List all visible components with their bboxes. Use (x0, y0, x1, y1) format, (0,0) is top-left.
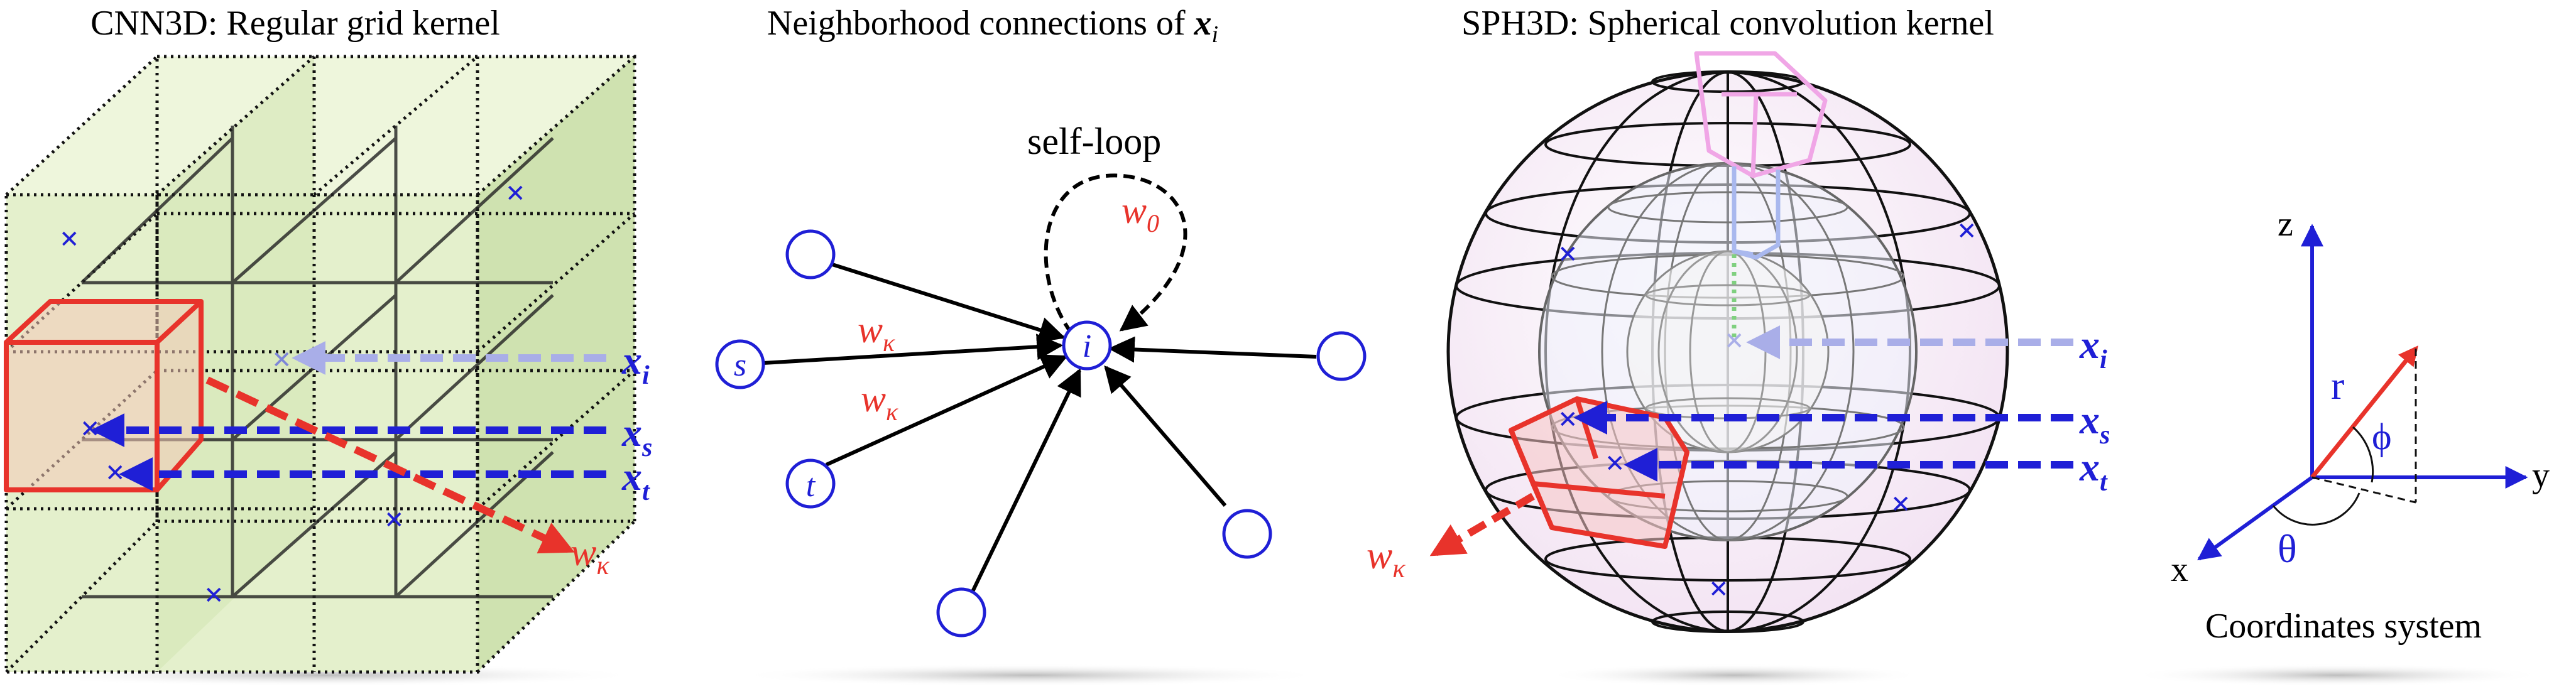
node-right (1316, 331, 1367, 381)
panel-sph3d: SPH3D: Spherical convolution kernel (1367, 4, 2110, 633)
cnn3d-label-xt: xt (621, 454, 650, 506)
cnn3d-point-2: × (506, 174, 525, 212)
sph3d-point-xt: × (1605, 444, 1625, 482)
theta-label: θ (2278, 526, 2297, 571)
sph3d-label-xs: xs (2079, 398, 2110, 450)
cnn3d-point-xt: × (106, 453, 125, 491)
panel-graph: Neighborhood connections of xi self-loop… (715, 4, 1367, 637)
node-t (785, 458, 836, 509)
cnn3d-point-xi: × (272, 340, 292, 378)
axes (2197, 224, 2528, 561)
edge-right (1108, 336, 1317, 363)
sph3d-point-1: × (1558, 235, 1578, 273)
sph3d-title: SPH3D: Spherical convolution kernel (1461, 4, 1994, 43)
graph-edges (763, 261, 1317, 597)
cube-right-face (478, 57, 635, 672)
sph3d-point-xi: × (1725, 322, 1744, 359)
node-center-label: i (1083, 328, 1091, 364)
shadow-sph3d (1546, 664, 1923, 686)
node-top-left (785, 229, 836, 279)
node-bottom-right (1222, 509, 1272, 559)
sph3d-point-2: × (1957, 212, 1977, 249)
edge-bottom (969, 368, 1081, 597)
graph-label-wk-2: wκ (861, 378, 898, 426)
panel-cnn3d: CNN3D: Regular grid kernel (4, 4, 652, 674)
edge-top-left (826, 261, 1066, 343)
graph-nodes (715, 229, 1367, 637)
cnn3d-point-xs: × (80, 409, 100, 447)
axis-y-label: y (2532, 456, 2550, 495)
sph3d-arrow-wk (1429, 492, 1536, 556)
self-loop-edge (1044, 173, 1187, 334)
sph3d-point-3: × (1891, 485, 1911, 523)
sph3d-label-wk: wκ (1367, 534, 1405, 583)
panel-coords: z y x r ϕ θ Coordinates system (2171, 205, 2550, 646)
cnn3d-arrow-wk (205, 376, 575, 554)
projection-lines (2311, 349, 2417, 504)
sph3d-point-xs: × (1558, 400, 1578, 438)
axis-x (2197, 475, 2313, 561)
cube-slab (157, 57, 314, 672)
r-label: r (2331, 363, 2344, 408)
coords-caption: Coordinates system (2205, 607, 2482, 646)
node-center-i (1062, 320, 1112, 371)
sph3d-label-xi: xi (2079, 322, 2107, 374)
edge-bottom-right (1104, 365, 1227, 507)
edge-s (763, 333, 1064, 365)
graph-title: Neighborhood connections of xi (767, 4, 1218, 48)
phi-label: ϕ (2372, 416, 2392, 457)
grid-lines-back (5, 55, 636, 673)
cnn3d-title: CNN3D: Regular grid kernel (90, 4, 500, 43)
sph3d-point-4: × (1709, 570, 1728, 607)
ground-shadows (13, 664, 2545, 686)
graph-label-w0: w0 (1122, 190, 1159, 237)
cnn3d-point-4: × (204, 576, 224, 614)
cnn3d-label-xi: xi (621, 338, 650, 390)
cnn3d-label-wk: wκ (570, 531, 609, 580)
cnn3d-label-xs: xs (621, 410, 652, 462)
node-bottom (936, 587, 986, 637)
grid-cube (4, 55, 636, 674)
phi-arc (2352, 426, 2374, 483)
shadow-graph (735, 664, 1326, 686)
kernel-cell (4, 299, 204, 492)
cnn3d-point-1: × (60, 220, 79, 258)
graph-label-wk-1: wκ (858, 309, 895, 357)
cnn3d-point-3: × (385, 501, 404, 538)
node-t-label: t (806, 468, 816, 504)
node-s-label: s (734, 347, 746, 383)
node-s (715, 339, 765, 389)
edge-t (825, 354, 1068, 467)
sph3d-label-xt: xt (2079, 445, 2108, 497)
axis-x-label: x (2171, 550, 2188, 589)
kernel-bin-pink (1694, 51, 1828, 178)
theta-arc (2272, 492, 2360, 526)
self-loop-label: self-loop (1027, 121, 1161, 162)
kernel-bin-blue (1732, 166, 1781, 260)
radius-vector (2310, 345, 2418, 479)
axis-z-label: z (2278, 205, 2293, 244)
shadow-coords (2130, 664, 2545, 686)
